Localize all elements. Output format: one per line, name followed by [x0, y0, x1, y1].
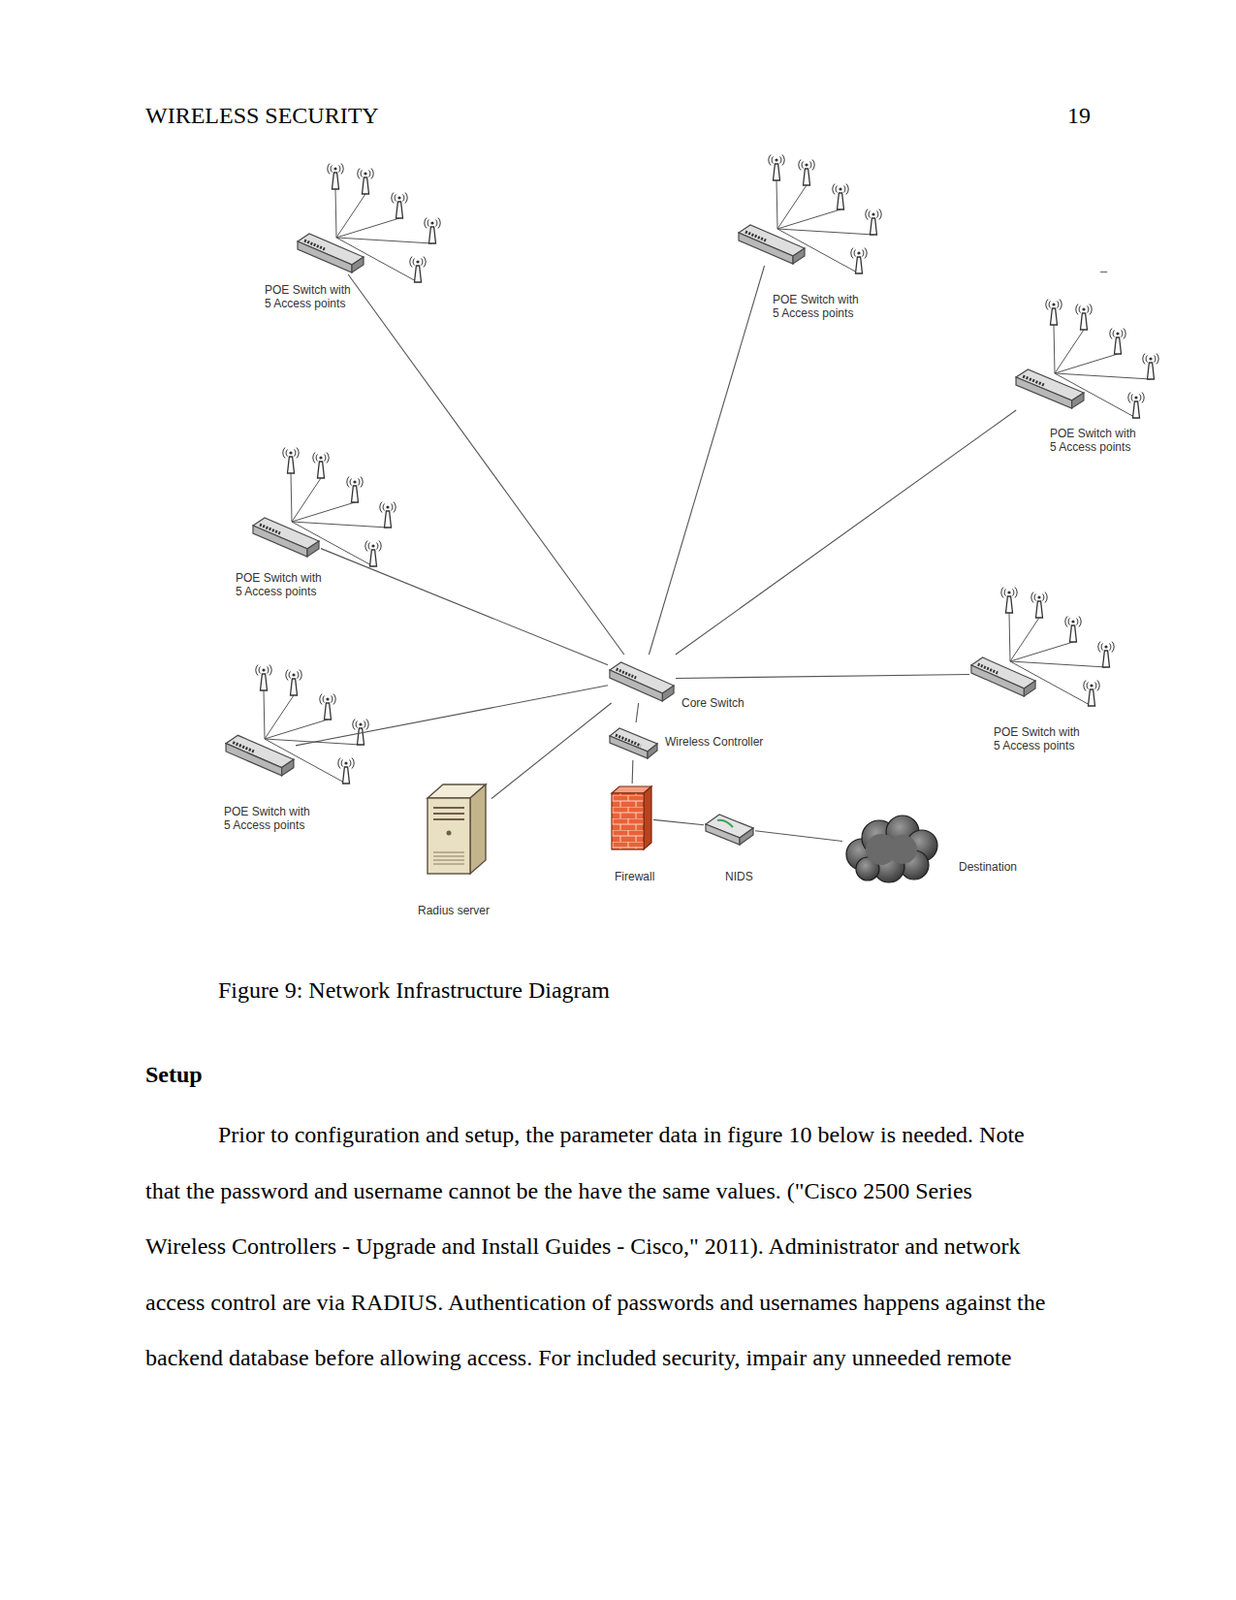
server-node: Radius server [419, 778, 492, 876]
device-icon [703, 808, 756, 847]
device-label: Destination [958, 859, 1017, 874]
device-icon [842, 810, 941, 884]
network-link [675, 410, 1016, 655]
device-label: POE Switch with 5 Access points [772, 292, 865, 320]
network-link [348, 274, 625, 655]
device-icon [607, 722, 660, 761]
stray-mark: – [1100, 257, 1108, 286]
device-node: Wireless Controller [607, 722, 660, 761]
device-icon [295, 225, 366, 275]
network-link [491, 702, 612, 799]
device-node: Firewall [608, 783, 654, 852]
device-label: Core Switch [681, 696, 745, 710]
network-link [648, 265, 764, 655]
cloud-node: Destination [842, 810, 941, 884]
device-label: POE Switch with 5 Access points [264, 283, 357, 311]
page-number: 19 [1067, 101, 1091, 129]
device-label: Firewall [614, 869, 655, 884]
device-label: Wireless Controller [665, 734, 763, 749]
network-link [295, 685, 608, 746]
body-text-line: Prior to configuration and setup, the pa… [218, 1120, 1025, 1148]
section-heading: Setup [145, 1060, 203, 1088]
device-node: POE Switch with 5 Access points [223, 727, 296, 778]
device-node: POE Switch with 5 Access points [1014, 361, 1086, 411]
device-label: POE Switch with 5 Access points [235, 570, 328, 599]
running-head: WIRELESS SECURITY [145, 101, 380, 129]
device-label: POE Switch with 5 Access points [1049, 426, 1142, 454]
device-icon [419, 778, 492, 876]
figure-caption: Figure 9: Network Infrastructure Diagram [218, 976, 610, 1004]
device-label: POE Switch with 5 Access points [993, 725, 1086, 753]
device-node: POE Switch with 5 Access points [736, 217, 807, 266]
device-node: POE Switch with 5 Access points [295, 225, 366, 275]
network-link [632, 760, 634, 784]
device-icon [1014, 361, 1086, 411]
device-icon [736, 217, 807, 266]
body-text-line: that the password and username cannot be… [145, 1176, 973, 1205]
network-link [755, 830, 843, 842]
device-icon [607, 654, 676, 703]
device-node: Core Switch [607, 654, 676, 703]
network-link [675, 673, 970, 678]
network-link [635, 702, 639, 723]
device-node: POE Switch with 5 Access points [251, 509, 321, 559]
device-label: POE Switch with 5 Access points [223, 804, 317, 832]
network-link [653, 819, 704, 824]
device-icon [251, 509, 321, 559]
device-label: Radius server [417, 903, 490, 918]
device-node: POE Switch with 5 Access points [969, 649, 1038, 698]
body-text-line: access control are via RADIUS. Authentic… [145, 1288, 1046, 1316]
device-icon [608, 783, 654, 852]
network-link [320, 548, 608, 666]
device-icon [223, 727, 296, 778]
device-label: NIDS [725, 869, 754, 884]
body-text-line: backend database before allowing access.… [145, 1343, 1012, 1371]
body-text-line: Wireless Controllers - Upgrade and Insta… [145, 1232, 1020, 1260]
device-node: NIDS [703, 808, 756, 847]
device-icon [969, 649, 1038, 698]
